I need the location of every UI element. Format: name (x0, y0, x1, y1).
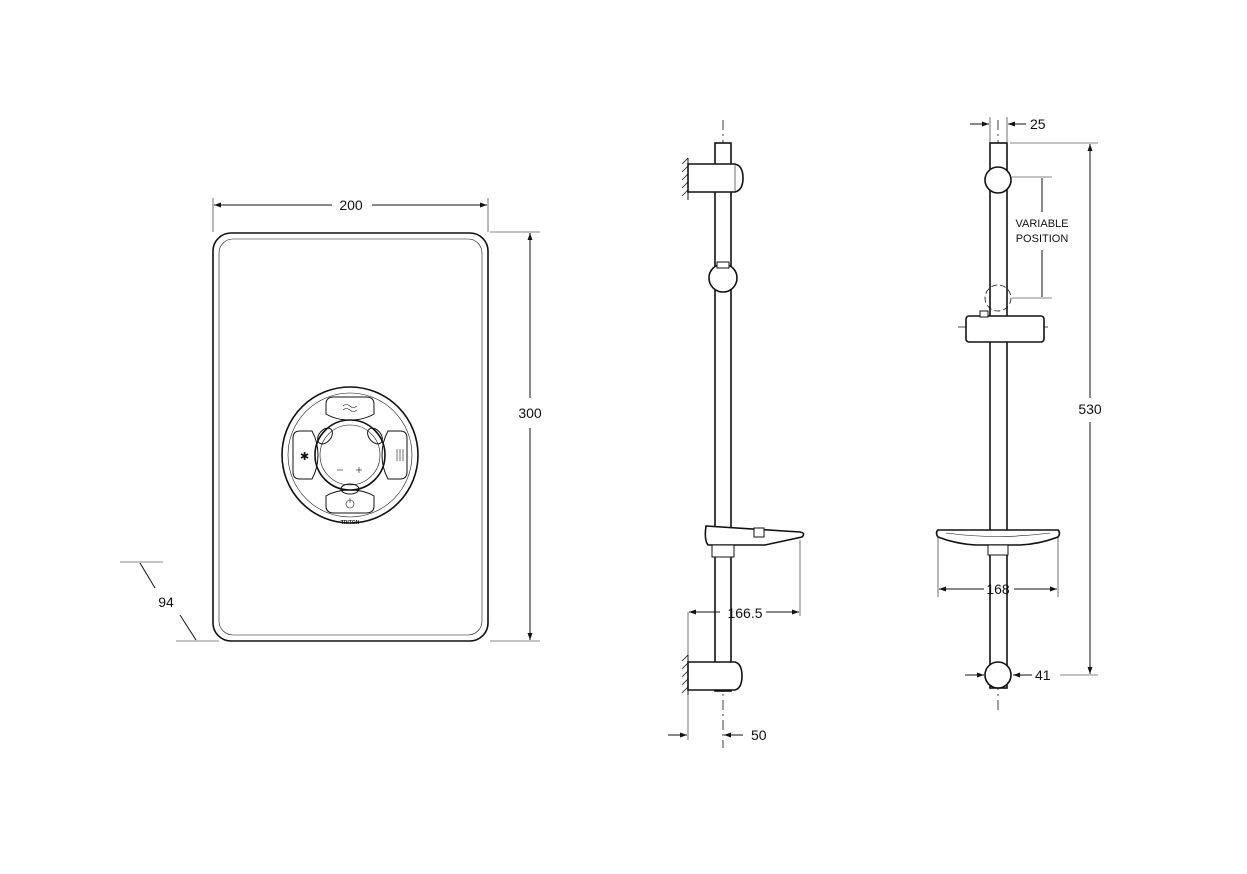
bracket-depth-dimension: 50 (668, 727, 767, 743)
wall-bottom (681, 654, 689, 695)
flow-button (325, 396, 375, 421)
width-dim-label: 200 (339, 197, 363, 213)
depth-dim-label: 94 (158, 594, 174, 610)
side-top-bracket (687, 163, 744, 193)
side-view: 166.5 50 (668, 120, 805, 748)
rail-length-label: 530 (1078, 401, 1102, 417)
control-dial: TRITON ✱ (281, 386, 419, 526)
width-dimension: 200 (212, 197, 489, 232)
wall-top (681, 157, 689, 200)
hot-button (381, 430, 408, 480)
bracket-depth-label: 50 (751, 727, 767, 743)
tray-projection-dimension: 166.5 (687, 540, 801, 740)
rail-bottom-bracket (984, 661, 1012, 689)
rail-tray (935, 529, 1061, 546)
depth-dimension: 94 (120, 561, 219, 642)
height-dimension: 300 (490, 231, 542, 642)
variable-note-line1: VARIABLE (1016, 218, 1069, 230)
tray-width-dimension: 168 (937, 538, 1059, 597)
rail-diameter-dimension: 25 (970, 116, 1046, 142)
tray-width-label: 168 (986, 581, 1010, 597)
brand-mark: TRITON (341, 520, 360, 526)
variable-position-dimension: VARIABLE POSITION (1012, 176, 1069, 299)
front-view: 200 300 94 (120, 197, 542, 642)
variable-note-line2: POSITION (1016, 233, 1069, 245)
rail-diameter-label: 25 (1030, 116, 1046, 132)
rail-tube (989, 142, 1008, 689)
power-button (325, 489, 375, 514)
rail-view: 25 VARIABLE POSITION 530 168 (935, 116, 1102, 710)
rail-top-bracket (984, 166, 1012, 194)
rail-slider (965, 315, 1045, 343)
bracket-width-dimension: 41 (965, 667, 1051, 683)
rail-length-dimension: 530 (1010, 142, 1102, 676)
rail-slider-ghost (984, 284, 1012, 312)
tray-projection-label: 166.5 (727, 605, 762, 621)
side-bottom-bracket (687, 661, 743, 691)
unit-inner-outline (218, 238, 483, 636)
height-dim-label: 300 (518, 405, 542, 421)
bracket-width-label: 41 (1035, 667, 1051, 683)
unit-outer-outline (212, 232, 489, 642)
cold-button (292, 430, 319, 480)
svg-text:✱: ✱ (300, 451, 309, 463)
